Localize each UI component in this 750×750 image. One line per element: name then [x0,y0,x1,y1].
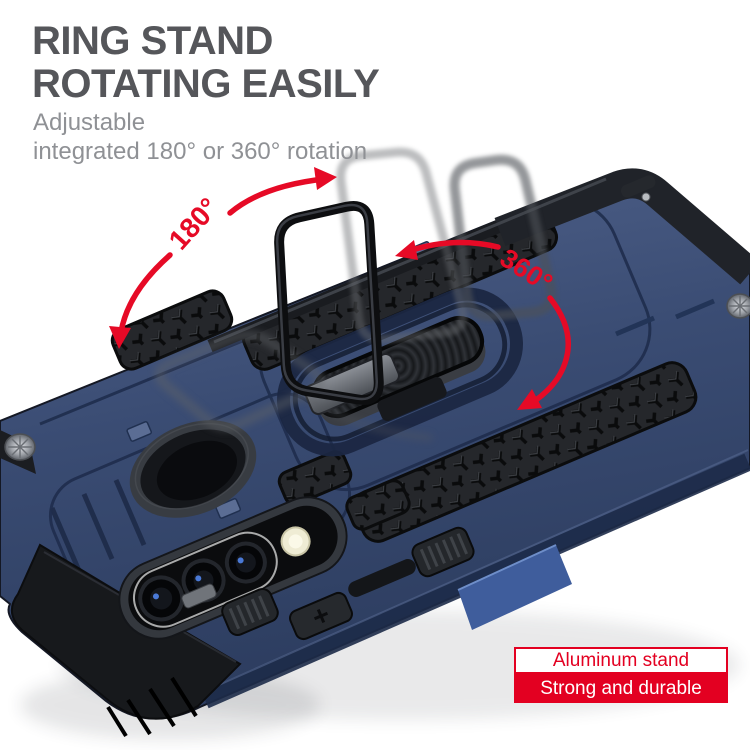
power-button [411,526,475,578]
phone-case [0,168,750,738]
page-title: RING STAND ROTATING EASILY [32,19,380,106]
aluminum-stand-label: Aluminum stand [552,649,690,671]
camera-flash [280,526,311,557]
side-wall [457,544,572,630]
title-line-2: ROTATING EASILY [32,62,380,106]
strong-durable-badge: Strong and durable [514,674,728,703]
subtitle-line-2: integrated 180° or 360° rotation [33,138,368,165]
title-line-1: RING STAND [32,19,273,63]
subtitle-line-1: Adjustable [33,109,146,136]
triple-camera-icon [118,496,348,640]
corner-chevrons [615,298,715,337]
ridged-button [221,587,279,637]
ring-stand-icon [274,201,384,405]
fingerprint-cutout [129,420,257,518]
screw-icon [4,293,750,461]
port-cover [348,559,416,597]
page-subtitle: Adjustable integrated 180° or 360° rotat… [33,108,367,166]
aluminum-stand-badge: Aluminum stand [514,647,728,674]
volume-button [289,591,353,641]
strong-durable-label: Strong and durable [540,677,702,699]
rotation-arrow-icon [109,167,571,410]
back-grooves [49,479,147,574]
sim-slot [181,583,217,609]
tread-grip-patches [110,205,698,543]
